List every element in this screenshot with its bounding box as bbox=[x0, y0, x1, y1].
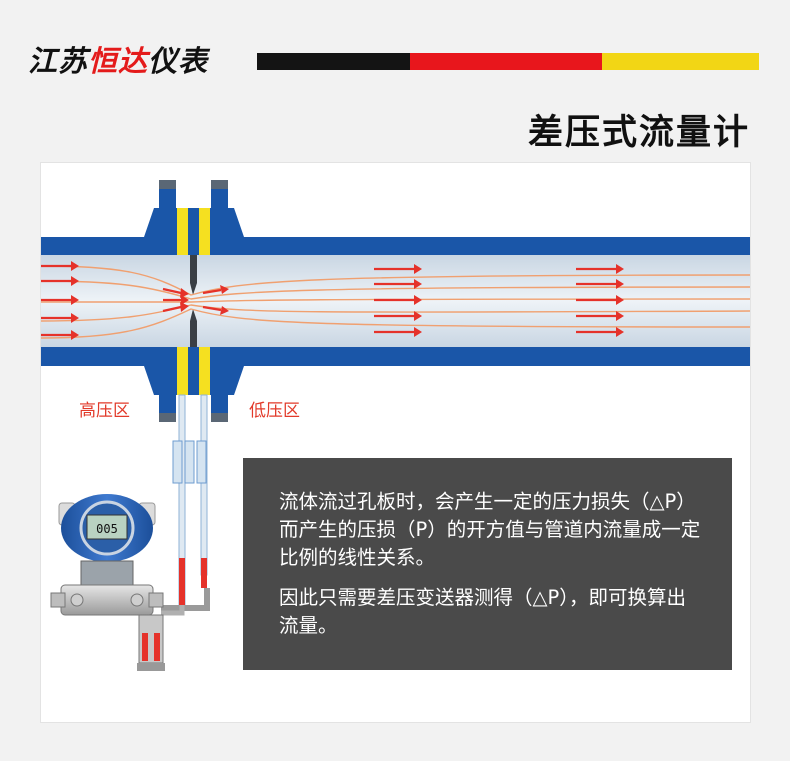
pipe-wall-top bbox=[41, 237, 750, 255]
pressure-transmitter: 005 bbox=[50, 494, 165, 671]
flange-bottom bbox=[144, 347, 244, 422]
orifice-plate-top bbox=[190, 255, 197, 295]
header-stripe-red bbox=[410, 53, 602, 70]
diagram-card: 005 高压区 低压区 流体流过孔板时，会产生一定的压力损失（△P）而产生的压损… bbox=[40, 162, 751, 723]
description-paragraph-2: 因此只需要差压变送器测得（△P），即可换算出流量。 bbox=[279, 586, 687, 637]
brand-prefix: 江苏 bbox=[28, 44, 89, 78]
high-pressure-label: 高压区 bbox=[79, 401, 130, 421]
page-title: 差压式流量计 bbox=[527, 113, 750, 153]
description-paragraph-1: 流体流过孔板时，会产生一定的压力损失（△P）而产生的压损（P）的开方值与管道内流… bbox=[279, 490, 701, 569]
orifice-plate-bottom bbox=[190, 309, 197, 347]
pipe-wall-bottom bbox=[41, 347, 750, 366]
impulse-tubes bbox=[161, 394, 210, 616]
low-pressure-label: 低压区 bbox=[249, 401, 300, 421]
transmitter-display-value: 005 bbox=[96, 522, 118, 536]
brand-suffix: 仪表 bbox=[148, 44, 209, 78]
description-box: 流体流过孔板时，会产生一定的压力损失（△P）而产生的压损（P）的开方值与管道内流… bbox=[243, 458, 732, 670]
brand-logo: 江苏恒达仪表 bbox=[28, 38, 208, 80]
flow-diagram: 005 bbox=[41, 180, 750, 671]
header-stripe-yellow bbox=[602, 53, 759, 70]
flange-top bbox=[144, 180, 244, 255]
header-stripe-black bbox=[257, 53, 410, 70]
flow-arrows bbox=[41, 261, 624, 340]
brand-accent: 恒达 bbox=[88, 44, 149, 78]
